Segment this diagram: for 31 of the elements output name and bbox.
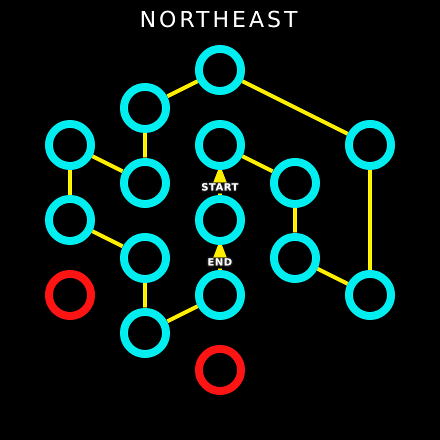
- ring-icon: [345, 270, 395, 320]
- edge-label: END: [206, 257, 234, 268]
- ring-icon: [120, 308, 170, 358]
- ring-icon: [270, 158, 320, 208]
- connector-line: [166, 79, 199, 98]
- connector-line: [91, 229, 124, 248]
- connector-line: [241, 154, 274, 174]
- connector-line: [241, 79, 349, 136]
- ring-icon: [45, 120, 95, 170]
- ring-icon: [195, 45, 245, 95]
- ring-icon: [120, 158, 170, 208]
- ring-icon: [195, 195, 245, 245]
- connector-line: [368, 170, 372, 270]
- ring-icon: [120, 232, 170, 282]
- connector-line: [68, 170, 72, 195]
- connector-line: [143, 282, 147, 308]
- ring-icon: [45, 195, 95, 245]
- ring-icon: [345, 120, 395, 170]
- connector-line: [143, 132, 147, 158]
- ring-icon: [195, 270, 245, 320]
- ring-icon: [270, 232, 320, 282]
- ring-icon: [195, 345, 245, 395]
- connector-line: [91, 154, 124, 174]
- connector-line: [166, 304, 199, 324]
- connector-line: [293, 208, 297, 232]
- ring-icon: [195, 120, 245, 170]
- title: NORTHEAST: [140, 8, 300, 34]
- connector-line: [316, 266, 349, 286]
- edge-label: START: [199, 182, 241, 193]
- ring-icon: [45, 270, 95, 320]
- ring-icon: [120, 82, 170, 132]
